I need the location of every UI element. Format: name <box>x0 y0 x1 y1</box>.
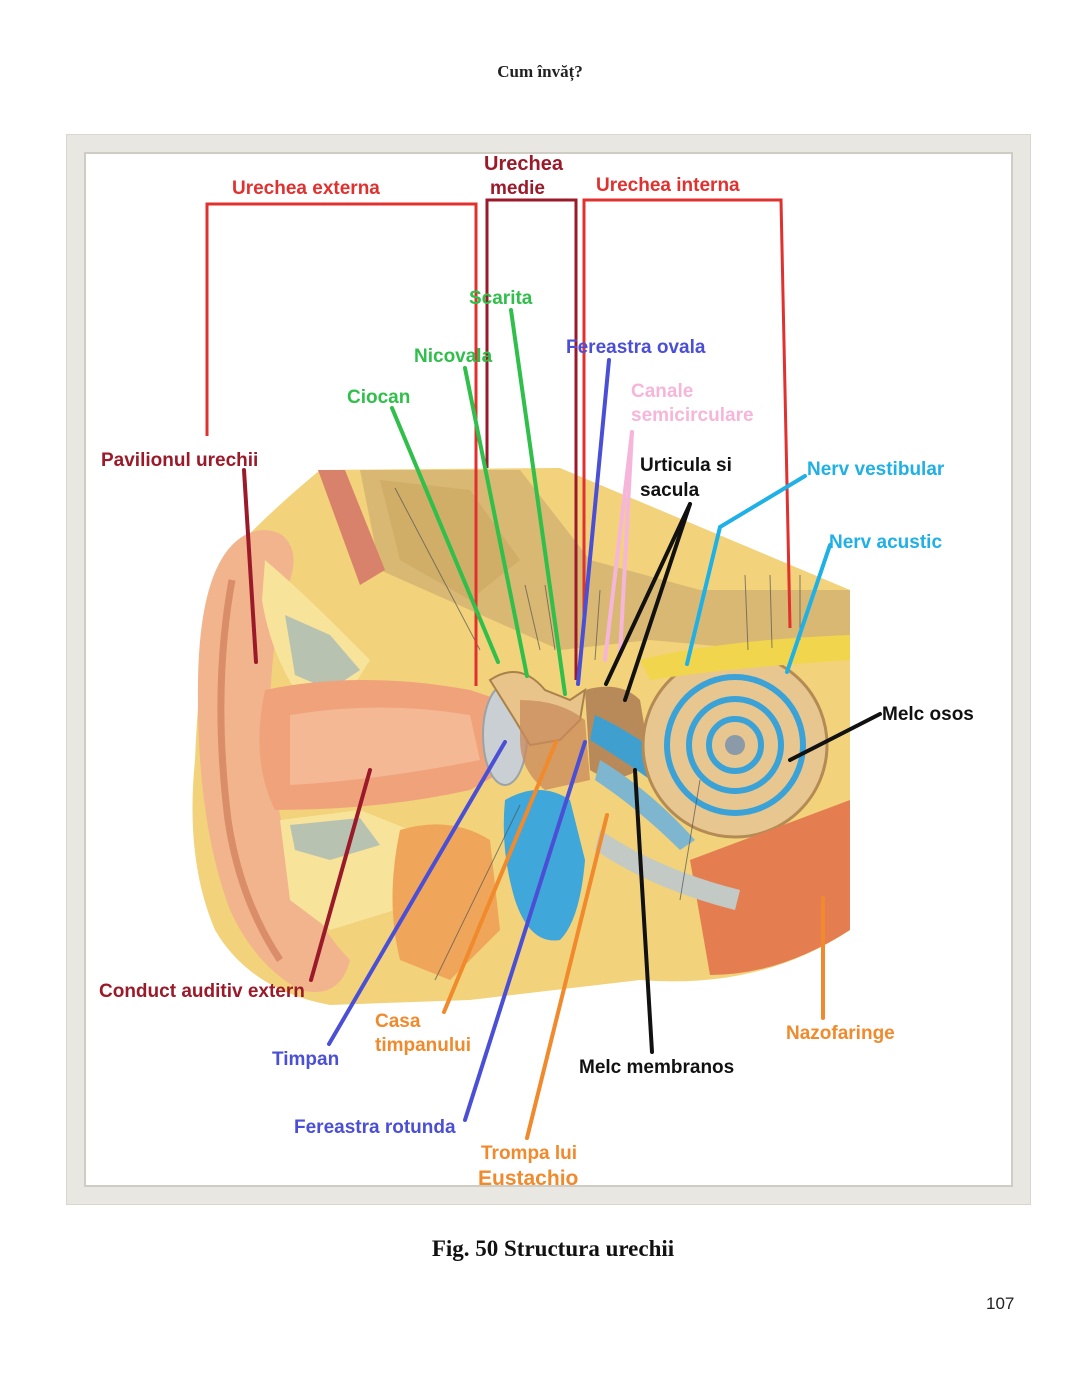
label-scarita: Scarita <box>469 288 533 309</box>
label-fereastra-rotunda: Fereastra rotunda <box>294 1117 456 1138</box>
pointer-melc-osos <box>788 712 882 762</box>
figure-caption: Fig. 50 Structura urechii <box>431 1236 675 1261</box>
label-pavilion: Pavilionul urechii <box>101 450 258 471</box>
label-urticula-1: Urticula si <box>640 455 732 476</box>
label-melc-osos: Melc osos <box>882 704 974 725</box>
pointer-fereastra-rotunda <box>463 740 587 1122</box>
scala-band <box>595 760 695 850</box>
pinna-fold <box>217 579 283 962</box>
label-urechea-interna: Urechea interna <box>596 175 740 196</box>
labels: Urechea externa Urechea medie Urechea in… <box>99 153 974 1190</box>
label-urechea-medie-2: medie <box>490 178 545 199</box>
cochlea-turn-3 <box>706 716 764 774</box>
pointer-casa <box>442 740 558 1014</box>
label-canale-2: semicirculare <box>631 405 754 426</box>
label-urechea-externa: Urechea externa <box>232 178 380 199</box>
pointer-timpan <box>327 740 507 1046</box>
pointer-urticula-2 <box>623 502 692 702</box>
label-timpan: Timpan <box>272 1049 339 1070</box>
pharyngeal-tissue <box>690 800 850 975</box>
bone-texture <box>380 480 520 600</box>
pointer-urticula-1 <box>604 502 692 686</box>
label-canale-1: Canale <box>631 381 693 402</box>
pointer-fereastra-ovala <box>576 358 611 686</box>
pointer-trompa <box>525 813 609 1140</box>
label-nerv-acustic: Nerv acustic <box>829 532 942 553</box>
label-fereastra-ovala: Fereastra ovala <box>566 337 706 358</box>
ear-illustration <box>192 468 850 1005</box>
bracket-external <box>205 202 478 686</box>
cochlea-core <box>725 735 745 755</box>
pointer-nicovala <box>463 366 529 678</box>
label-melc-membranos: Melc membranos <box>579 1057 734 1078</box>
label-ciocan: Ciocan <box>347 387 410 408</box>
cochlea-turn-1 <box>664 674 806 816</box>
pointer-nerv-acustic <box>785 543 832 674</box>
pointer-scarita <box>509 308 567 696</box>
cartilage-grey-lower <box>290 818 380 860</box>
label-urechea-medie-1: Urechea <box>484 153 564 175</box>
cochlea-turn-2 <box>686 696 784 794</box>
label-conduct: Conduct auditiv extern <box>99 981 305 1002</box>
pointer-pavilion <box>242 468 258 664</box>
pointer-canale-1 <box>603 430 634 662</box>
section-brackets <box>205 198 792 686</box>
carotid-grey <box>595 830 740 910</box>
bracket-middle <box>485 198 578 680</box>
label-urticula-2: sacula <box>640 480 700 501</box>
pointer-canale-2 <box>618 430 634 657</box>
label-nicovala: Nicovala <box>414 346 493 367</box>
pointer-nerv-vestibular <box>685 474 807 666</box>
label-nerv-vestibular: Nerv vestibular <box>807 459 945 480</box>
label-nazofaringe: Nazofaringe <box>786 1023 895 1044</box>
pointer-lines <box>242 308 882 1140</box>
ear-canal-inner <box>290 707 480 785</box>
pinna <box>197 530 350 992</box>
pointer-ciocan <box>390 406 500 664</box>
label-trompa-1: Trompa lui <box>481 1143 577 1164</box>
label-trompa-2: Eustachio <box>478 1167 578 1190</box>
bracket-internal <box>582 198 792 629</box>
page-number: 107 <box>986 1294 1015 1313</box>
page-header: Cum învăț? <box>497 62 583 81</box>
pointer-conduct <box>309 768 372 982</box>
fine-lines <box>394 487 801 981</box>
pointer-melc-membranos <box>633 768 654 1054</box>
label-casa-2: timpanului <box>375 1035 471 1056</box>
temporal-muscle <box>318 470 385 585</box>
label-casa-1: Casa <box>375 1011 421 1032</box>
cartilage-grey-upper <box>285 615 360 690</box>
